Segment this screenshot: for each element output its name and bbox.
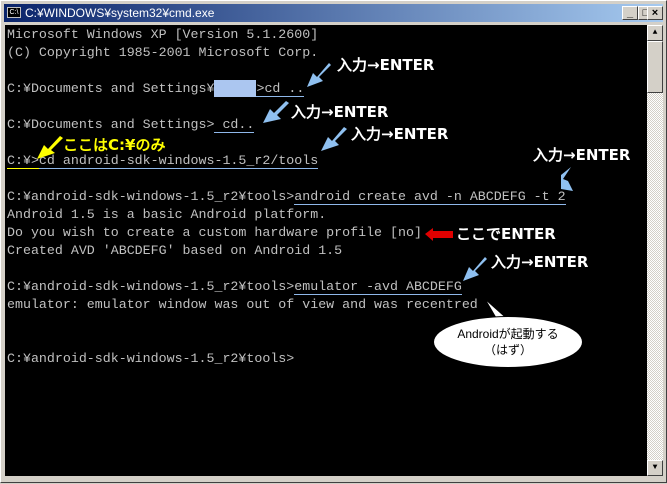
annotation-enter: 入力→ENTER <box>291 103 389 121</box>
console-line: C:¥Documents and Settings> cd.. <box>7 116 255 134</box>
arrow-icon <box>463 257 487 281</box>
console-line: C:¥Documents and Settings¥ >cd .. <box>7 80 320 98</box>
prompt: C:¥Documents and Settings¥ <box>7 81 215 96</box>
annotation-enter: 入力→ENTER <box>351 125 449 143</box>
console-line: C:¥android-sdk-windows-1.5_r2¥tools>emul… <box>7 278 470 296</box>
command: cd.. <box>214 117 255 133</box>
annotation-c-only: ここはC:¥のみ <box>63 136 166 154</box>
console-line: Microsoft Windows XP [Version 5.1.2600] <box>7 27 319 42</box>
arrow-icon <box>321 127 347 151</box>
console-line: C:¥android-sdk-windows-1.5_r2¥tools> <box>7 351 295 366</box>
vertical-scrollbar[interactable]: ▲ ▼ <box>647 25 663 476</box>
command: >cd .. <box>256 81 305 97</box>
prompt: C:¥> <box>7 153 39 169</box>
arrow-icon <box>37 136 63 159</box>
console-line: emulator: emulator window was out of vie… <box>7 297 478 312</box>
console-line: Android 1.5 is a basic Android platform. <box>7 207 327 222</box>
masked-username <box>214 80 257 97</box>
command: android create avd -n ABCDEFG -t 2 <box>294 189 566 205</box>
annotation-enter: 入力→ENTER <box>337 56 435 74</box>
cmd-icon: C:\ <box>7 7 21 18</box>
scroll-down-button[interactable]: ▼ <box>647 460 663 476</box>
console-line: C:¥android-sdk-windows-1.5_r2¥tools>andr… <box>7 188 566 206</box>
console-line: Do you wish to create a custom hardware … <box>7 225 422 240</box>
bubble-text: Androidが起動する <box>457 327 559 341</box>
window-title: C:¥WINDOWS¥system32¥cmd.exe <box>25 6 215 20</box>
close-button[interactable]: × <box>647 6 663 20</box>
console-line: Created AVD 'ABCDEFG' based on Android 1… <box>7 243 343 258</box>
arrow-icon <box>307 63 331 87</box>
prompt: C:¥android-sdk-windows-1.5_r2¥tools> <box>7 279 295 294</box>
console-area[interactable]: Microsoft Windows XP [Version 5.1.2600] … <box>5 25 647 476</box>
annotation-here-enter: ここでENTER <box>456 225 556 243</box>
scroll-thumb[interactable] <box>647 41 663 93</box>
annotation-enter: 入力→ENTER <box>491 253 589 271</box>
arrow-icon <box>263 101 289 123</box>
bubble-text: （はず） <box>483 343 532 357</box>
speech-bubble: Androidが起動する （はず） <box>433 316 583 368</box>
title-bar[interactable]: C:\ C:¥WINDOWS¥system32¥cmd.exe _ □ × <box>4 4 663 22</box>
arrow-icon <box>561 167 573 191</box>
minimize-button[interactable]: _ <box>622 6 638 20</box>
red-arrow-icon <box>425 228 453 241</box>
scroll-up-button[interactable]: ▲ <box>647 25 663 41</box>
prompt: C:¥android-sdk-windows-1.5_r2¥tools> <box>7 189 295 204</box>
command: emulator -avd ABCDEFG <box>294 279 462 295</box>
console-line: (C) Copyright 1985-2001 Microsoft Corp. <box>7 45 319 60</box>
annotation-enter: 入力→ENTER <box>533 146 631 164</box>
prompt: C:¥Documents and Settings> <box>7 117 215 132</box>
